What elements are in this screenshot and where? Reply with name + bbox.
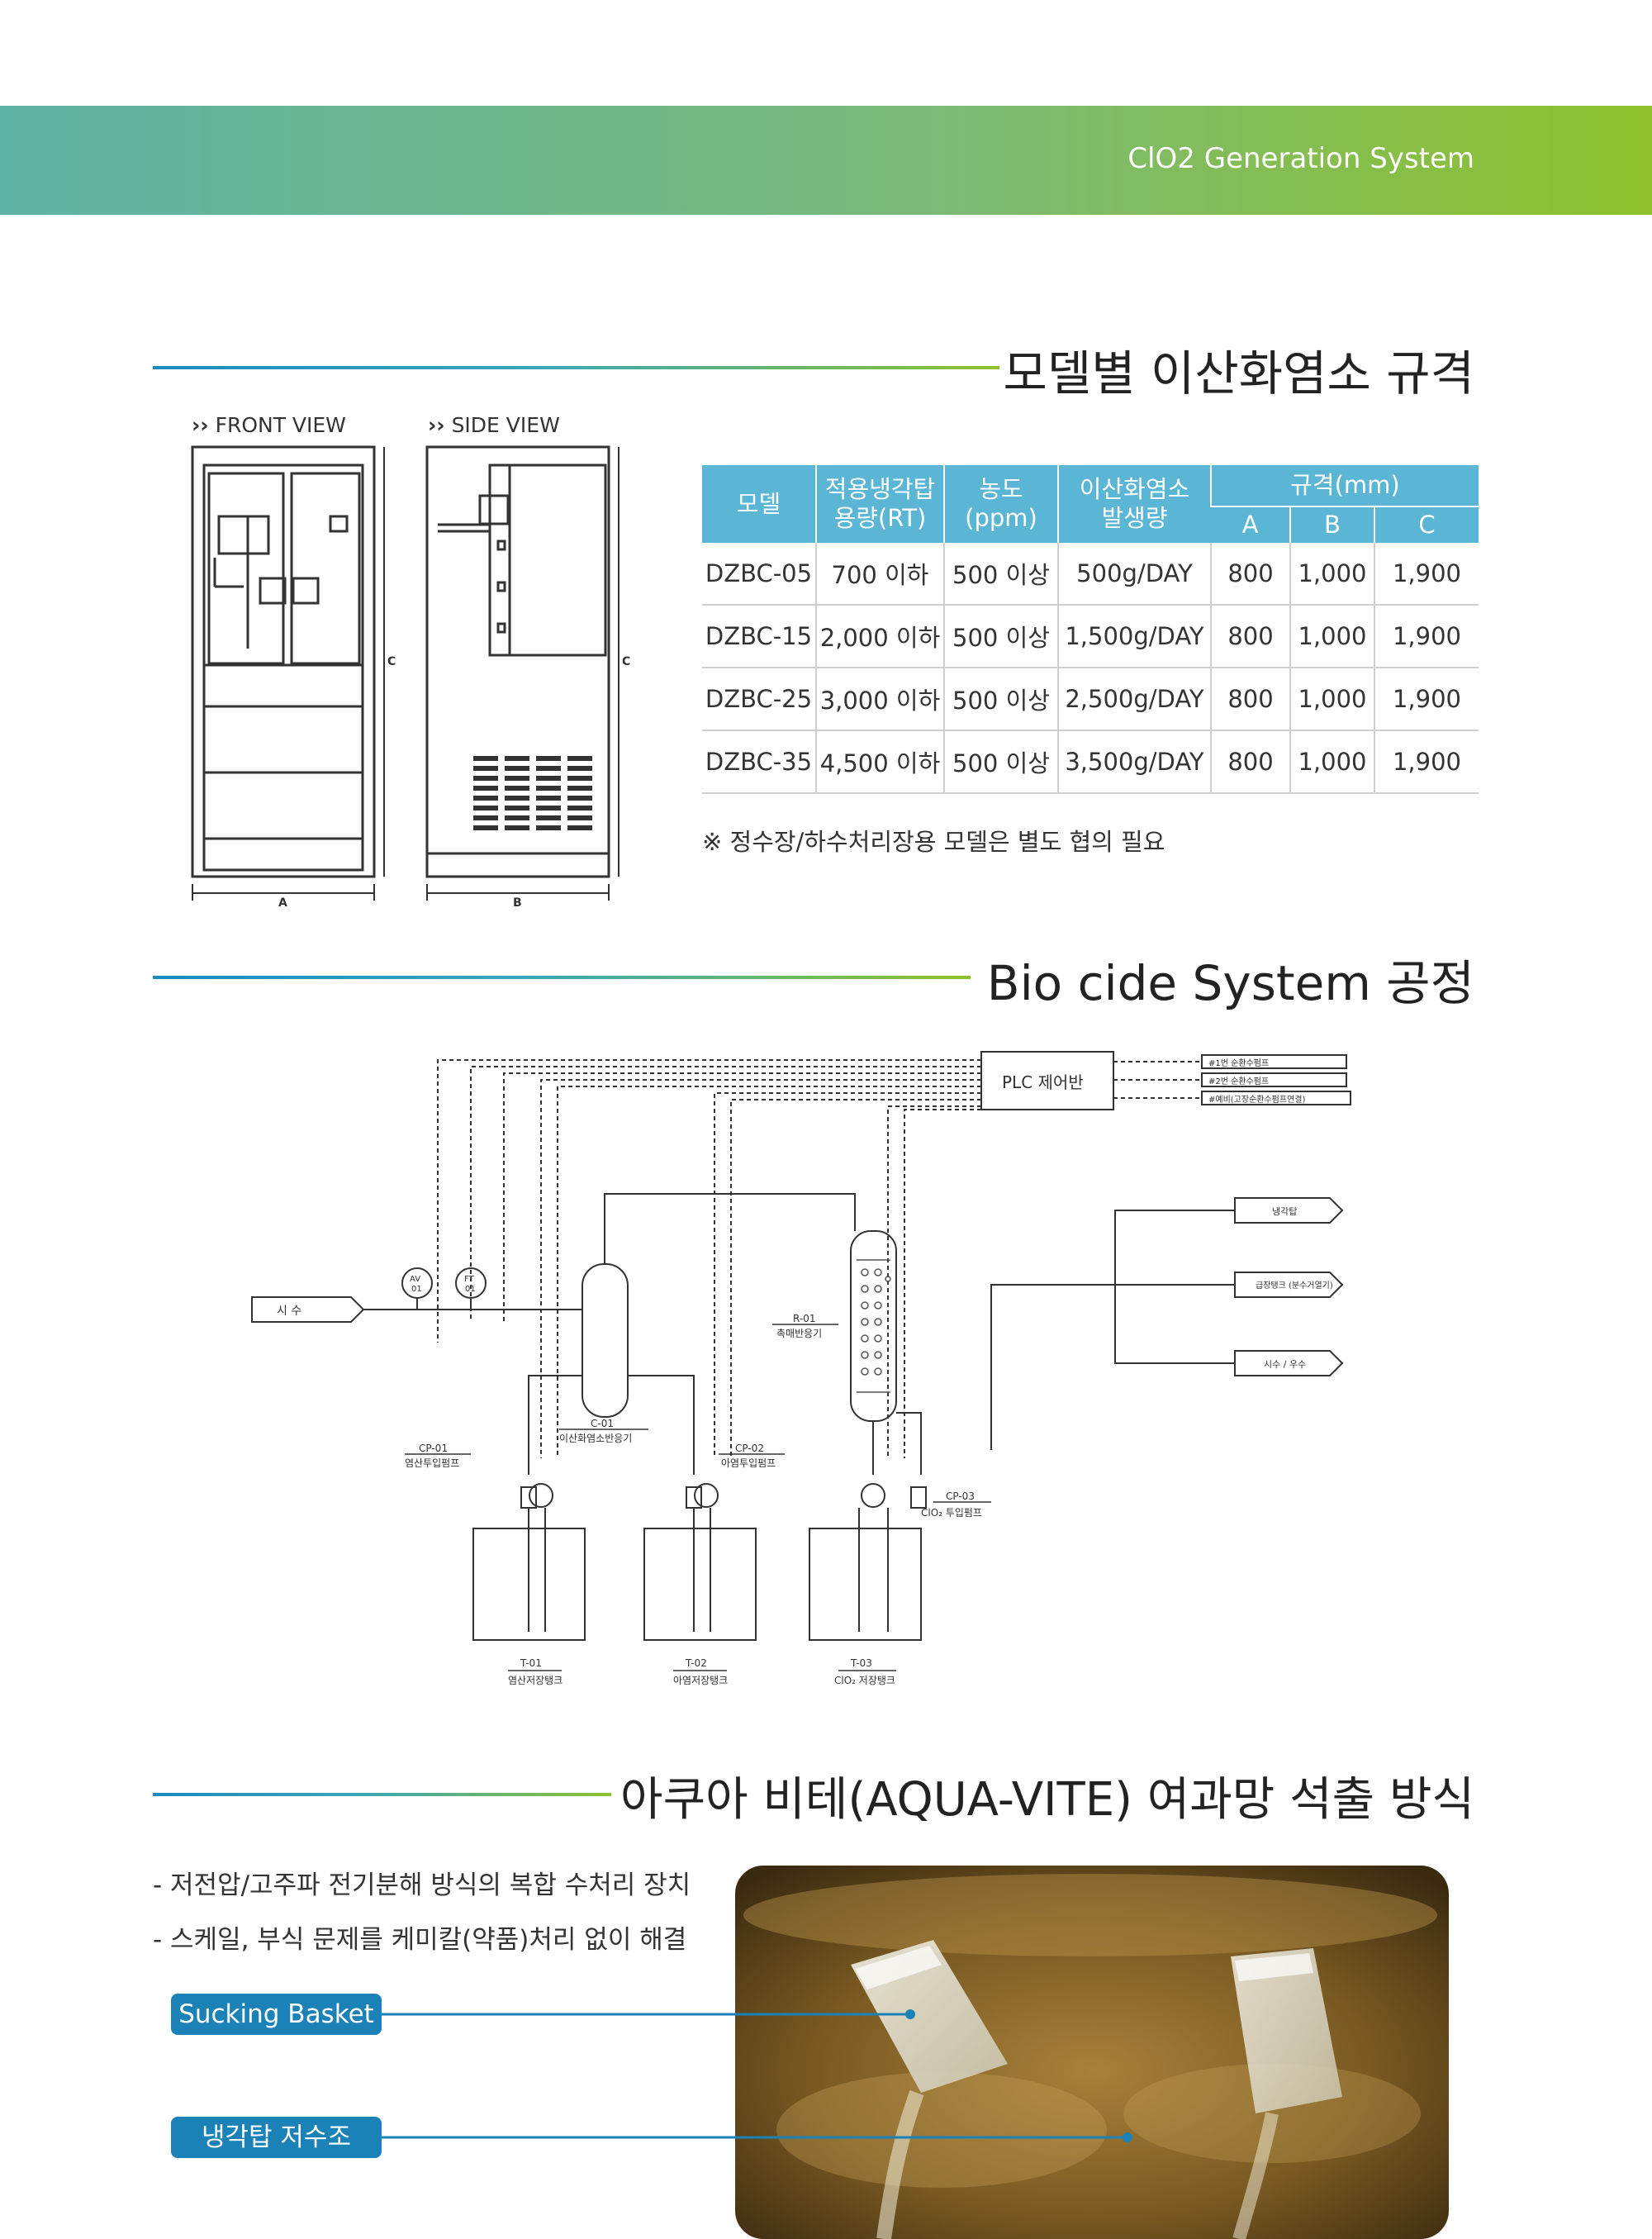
section2-title: Bio cide System 공정 (986, 955, 1474, 1011)
process-diagram: PLC 제어반 #1번 순환수펌프 #2번 순환수펌프 #예비(고장순환수펌프연… (251, 1051, 1351, 1686)
t01-code: T-01 (520, 1657, 542, 1669)
section1-title: 모델별 이산화염소 규격 (1003, 345, 1474, 402)
reservoir-photo (735, 1866, 1449, 2239)
t02-code: T-02 (685, 1657, 707, 1669)
plc-output-2-label: #2번 순환수펌프 (1208, 1077, 1269, 1086)
front-view-label: ›› FRONT VIEW (192, 413, 346, 437)
cp01-pump (529, 1483, 553, 1508)
table-row: DZBC-15 2,000 이하 500 이상 1,500g/DAY 800 1… (702, 605, 1479, 668)
av-label-bottom: 01 (411, 1285, 422, 1294)
table-row: DZBC-25 3,000 이하 500 이상 2,500g/DAY 800 1… (702, 668, 1479, 731)
cp03-meter (861, 1483, 885, 1508)
plc-output-3 (1201, 1091, 1351, 1105)
av-label-top: AV (410, 1275, 420, 1284)
header-c: C (1374, 506, 1479, 543)
feature-bullet-1: - 저전압/고주파 전기분해 방식의 복합 수처리 장치 (153, 1871, 691, 1900)
r01-code: R-01 (793, 1313, 815, 1324)
header-a: A (1211, 506, 1290, 543)
callout-dot-basket (905, 2009, 915, 2019)
t03-tank (809, 1528, 922, 1641)
dim-label-b: B (513, 896, 522, 909)
side-cabinet-outline (425, 445, 610, 878)
table-row: DZBC-05 700 이하 500 이상 500g/DAY 800 1,000… (702, 543, 1479, 606)
header-generation: 이산화염소 발생량 (1057, 465, 1211, 543)
header-capacity: 적용냉각탑 용량(RT) (815, 465, 944, 543)
spec-table: 모델 적용냉각탑 용량(RT) 농도 (ppm) 이산화염소 발생량 규격(mm… (702, 465, 1479, 794)
dim-label-c-side: C (622, 655, 630, 668)
callout-dot-reservoir (1123, 2132, 1132, 2142)
section2-divider (153, 976, 971, 979)
t01-name: 염산저장탱크 (508, 1675, 563, 1686)
c01-code: C-01 (591, 1418, 614, 1429)
header-b: B (1289, 506, 1374, 543)
dim-label-a: A (278, 896, 287, 909)
outlet-cooling-tower (1234, 1197, 1344, 1224)
c01-name: 이산화염소반응기 (559, 1433, 632, 1444)
ft-label-top: FT (464, 1275, 475, 1284)
banner-title: ClO2 Generation System (1127, 142, 1474, 175)
cp01-name: 염산투입펌프 (405, 1457, 459, 1469)
outlet-2-label: 급장탱크 (분수거열기) (1256, 1281, 1333, 1291)
plc-output-3-label: #예비(고장순환수펌프연결) (1208, 1095, 1305, 1105)
inlet-label: 시 수 (277, 1305, 301, 1318)
header-concentration: 농도 (ppm) (943, 465, 1058, 543)
plc-output-1-label: #1번 순환수펌프 (1208, 1058, 1269, 1068)
header-spec: 규격(mm) (1210, 465, 1479, 507)
outlet-3-label: 시수 / 우수 (1264, 1359, 1306, 1370)
sucking-basket-label: Sucking Basket (171, 1994, 382, 2035)
section1-divider (153, 366, 999, 369)
outlet-makeup-tank (1234, 1272, 1344, 1298)
chevron-right-icon: ›› (428, 413, 445, 437)
inlet-city-water (251, 1296, 365, 1323)
ft-label-bottom: 01 (465, 1285, 476, 1294)
t03-code: T-03 (850, 1657, 872, 1669)
cp03-name: ClO₂ 투입펌프 (921, 1507, 982, 1519)
section3-title: 아쿠아 비테(AQUA-VITE) 여과망 석출 방식 (620, 1773, 1474, 1827)
t03-name: ClO₂ 저장탱크 (834, 1675, 895, 1686)
spec-note: ※ 정수장/하수처리장용 모델은 별도 협의 필요 (702, 828, 1165, 856)
header-model: 모델 (702, 465, 816, 543)
t02-name: 아염저장탱크 (673, 1675, 728, 1686)
chevron-right-icon: ›› (192, 413, 209, 437)
cp02-pump (694, 1483, 719, 1508)
cp02-code: CP-02 (735, 1443, 764, 1454)
r01-name: 촉매반응기 (776, 1328, 822, 1339)
cp02-name: 아염투입펌프 (721, 1457, 776, 1469)
plc-output-1 (1201, 1054, 1347, 1069)
cp03-code: CP-03 (946, 1490, 975, 1502)
feature-bullet-2: - 스케일, 부식 문제를 케미칼(약품)처리 없이 해결 (153, 1925, 687, 1955)
outlet-rainwater (1234, 1350, 1344, 1376)
cabinet-drawing: C C A B (191, 445, 630, 909)
section3-divider (153, 1793, 611, 1796)
c01-reactor (582, 1263, 629, 1418)
callout-lines (382, 2009, 1132, 2142)
t02-tank (643, 1528, 757, 1641)
header-banner (0, 106, 1652, 215)
dim-label-c-front: C (387, 655, 396, 668)
front-cabinet-outline (191, 445, 376, 878)
reservoir-photo-image (735, 1866, 1449, 2239)
outlet-1-label: 냉각탑 (1272, 1206, 1297, 1217)
cp01-code: CP-01 (419, 1443, 448, 1454)
plc-output-2 (1201, 1072, 1347, 1087)
table-row: DZBC-35 4,500 이하 500 이상 3,500g/DAY 800 1… (702, 730, 1479, 794)
plc-label: PLC 제어반 (1002, 1072, 1084, 1092)
cooling-tower-reservoir-label: 냉각탑 저수조 (171, 2117, 382, 2158)
side-view-label: ›› SIDE VIEW (428, 413, 560, 437)
